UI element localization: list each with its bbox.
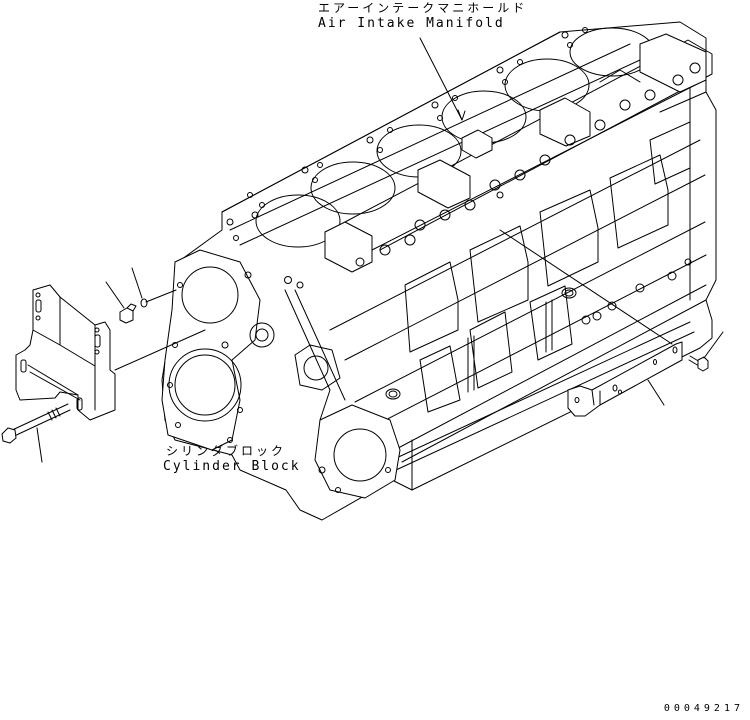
air-intake-manifold-label-jp: エアーインテークマニホールド <box>318 1 528 15</box>
front-face <box>161 249 401 499</box>
air-intake-manifold-label-en: Air Intake Manifold <box>318 16 505 31</box>
crankcase-pockets <box>404 121 691 413</box>
bracket-bolt-leader <box>36 427 43 463</box>
flange-bolt <box>688 355 709 372</box>
part-number: 00049217 <box>663 703 744 714</box>
bracket-to-block-leader <box>114 329 206 371</box>
front-mounting-bracket <box>15 284 116 421</box>
rail-to-block-leader <box>499 229 673 345</box>
cylinder-block-label-jp: シリンダブロック <box>165 444 286 458</box>
plug-leader <box>105 281 125 309</box>
deck-holes <box>226 27 588 241</box>
air-intake-manifold-leader <box>419 37 463 121</box>
plug-bolt <box>119 303 137 324</box>
air-intake-manifold <box>324 33 713 273</box>
side-rail-bracket <box>567 341 683 417</box>
air-intake-manifold-label: エアーインテークマニホールド Air Intake Manifold <box>318 0 528 32</box>
cylinder-block-label: シリンダブロック Cylinder Block <box>163 443 301 475</box>
front-face-holes <box>167 271 391 493</box>
leader-lines <box>36 37 724 463</box>
pin-to-block-leader <box>145 289 177 303</box>
dowel-pin <box>140 298 148 308</box>
rail-bolt-leader <box>703 331 724 359</box>
pin-leader <box>131 267 143 299</box>
long-bolt <box>1 403 71 444</box>
manifold-bosses <box>355 62 701 267</box>
rail-leader <box>647 379 665 406</box>
cylinder-block-label-en: Cylinder Block <box>163 459 301 474</box>
